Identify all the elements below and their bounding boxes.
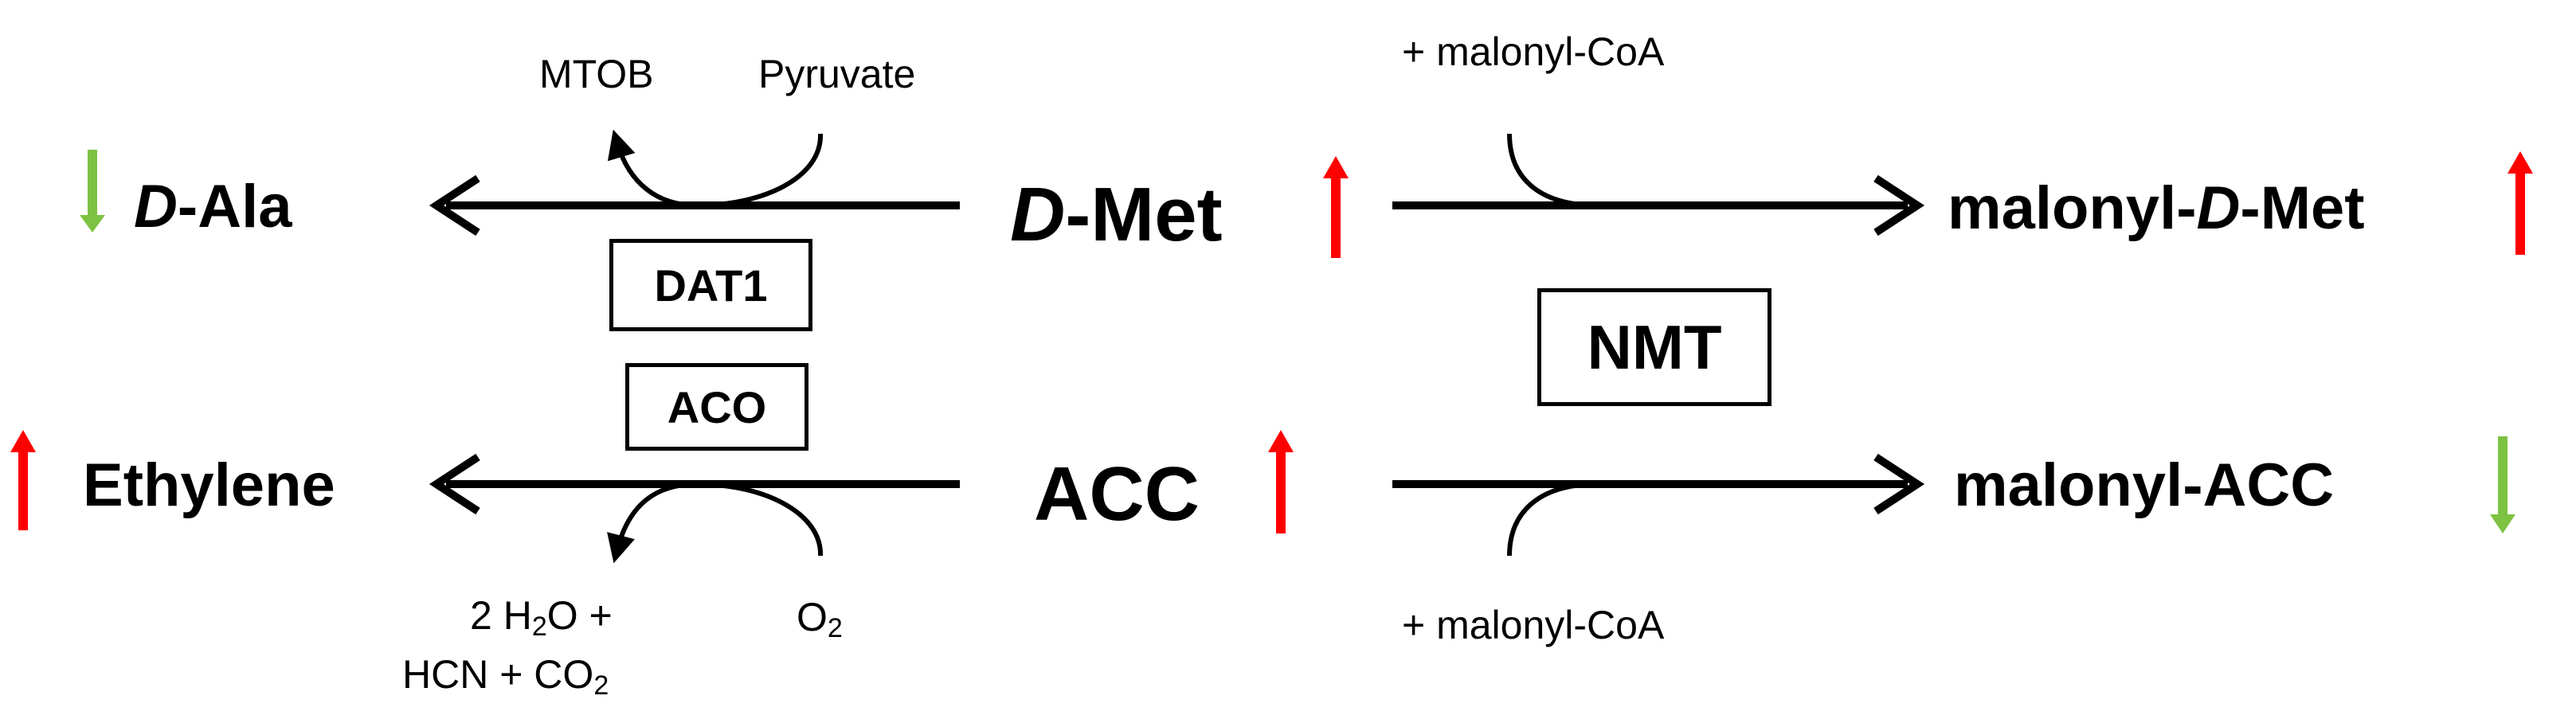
arrowhead-dala [429, 174, 480, 236]
d-met-suffix: -Met [1065, 172, 1223, 257]
curve-malonyl-coa-bottom [1507, 482, 1594, 557]
water-subscript: 2 [531, 612, 547, 642]
cosubstrate-malonyl-coa-top: + malonyl-CoA [1402, 29, 1665, 74]
cosubstrate-oxygen: O2 [797, 597, 843, 642]
indicator-dala-down [80, 150, 105, 233]
arrowhead-malonyl-acc [1873, 453, 1925, 515]
oxygen-subscript: 2 [827, 613, 843, 643]
cosubstrate-pyruvate: Pyruvate [758, 52, 916, 96]
hcn-co2-text: HCN + CO [402, 652, 594, 697]
compound-malonyl-acc: malonyl-ACC [1954, 451, 2335, 519]
compound-malonyl-d-met: malonyl-D-Met [1948, 178, 2365, 239]
compound-acc: ACC [1034, 451, 1200, 537]
curve-o2-products [607, 481, 824, 564]
oxygen-text: O [797, 595, 828, 639]
curve-pyruvate-mtob [607, 129, 824, 209]
d-ala-prefix: D [134, 173, 178, 240]
enzyme-aco-label: ACO [667, 381, 767, 432]
water-text-a: 2 H [470, 593, 532, 638]
d-ala-suffix: -Ala [177, 173, 292, 240]
indicator-ethylene-up [10, 430, 36, 530]
compound-d-ala: D-Ala [134, 177, 292, 237]
indicator-dmet-up [1323, 156, 1349, 258]
compound-ethylene: Ethylene [83, 451, 335, 519]
cosubstrate-malonyl-coa-bottom: + malonyl-CoA [1402, 603, 1665, 647]
product-hcn-co2: HCN + CO2 [402, 655, 609, 699]
cosubstrate-mtob: MTOB [539, 52, 654, 96]
co2-subscript: 2 [593, 670, 609, 701]
malonyl-d-met-part-b: D [2196, 174, 2241, 242]
water-text-b: O + [546, 593, 613, 638]
enzyme-dat1-label: DAT1 [654, 260, 768, 311]
malonyl-d-met-part-c: -Met [2240, 174, 2365, 242]
indicator-malonyl-dmet-up [2507, 151, 2533, 255]
enzyme-box-dat1: DAT1 [609, 239, 812, 331]
arrowhead-ethylene [429, 453, 480, 515]
malonyl-d-met-part-a: malonyl- [1948, 174, 2197, 242]
enzyme-nmt-label: NMT [1587, 311, 1722, 382]
curve-malonyl-coa-top [1507, 133, 1594, 208]
indicator-acc-up [1268, 430, 1294, 533]
arrowhead-malonyl-dmet [1873, 174, 1925, 236]
product-water: 2 H2O + [470, 596, 613, 640]
compound-d-met: D-Met [1010, 177, 1223, 253]
enzyme-box-nmt: NMT [1537, 288, 1771, 406]
enzyme-box-aco: ACO [625, 363, 808, 451]
indicator-malonyl-acc-down [2490, 436, 2515, 533]
d-met-prefix: D [1010, 172, 1066, 257]
